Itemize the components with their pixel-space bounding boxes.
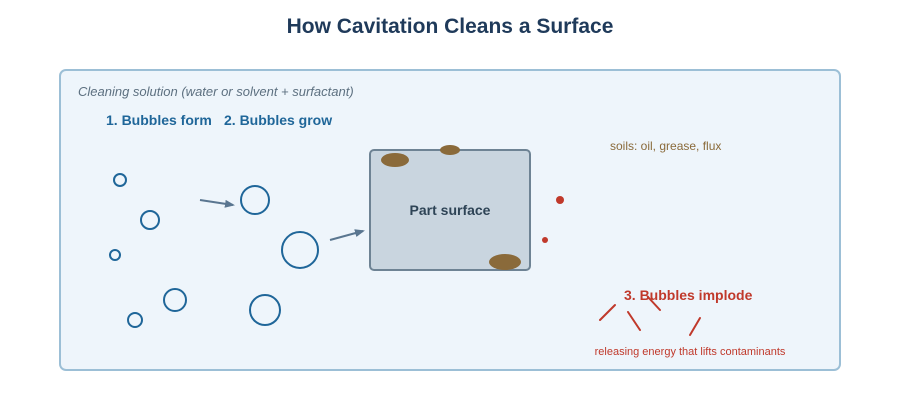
soil-deposit [489,254,521,270]
soil-deposits [381,145,521,270]
step-1-label: 1. Bubbles form [106,112,212,128]
bubble [163,288,187,312]
burst-line [599,304,616,321]
implode-caption: releasing energy that lifts contaminants [595,346,786,358]
bubble [113,173,127,187]
part-surface-label: Part surface [410,202,491,218]
burst-line [627,311,641,331]
step-3-label: 3. Bubbles implode [624,287,753,303]
bubble [127,312,143,328]
burst-line [647,296,661,311]
soils-label: soils: oil, grease, flux [610,139,721,153]
bubble [281,231,319,269]
arrow-form-to-grow [199,199,235,208]
diagram-title: How Cavitation Cleans a Surface [286,15,614,38]
growing-bubbles [240,185,319,326]
burst-line [689,317,701,336]
lifted-particles [542,196,564,243]
forming-bubbles [109,173,187,328]
bubble [109,249,121,261]
bubble [240,185,270,215]
step-2-label: 2. Bubbles grow [224,112,332,128]
arrow-grow-to-part [329,229,365,241]
soil-deposit [381,153,409,167]
implosion-burst [599,296,701,336]
contaminant-particle [542,237,548,243]
cleaning-solution-label: Cleaning solution (water or solvent + su… [78,84,354,99]
soil-deposit [440,145,460,155]
contaminant-particle [556,196,564,204]
bubble [140,210,160,230]
bubble [249,294,281,326]
